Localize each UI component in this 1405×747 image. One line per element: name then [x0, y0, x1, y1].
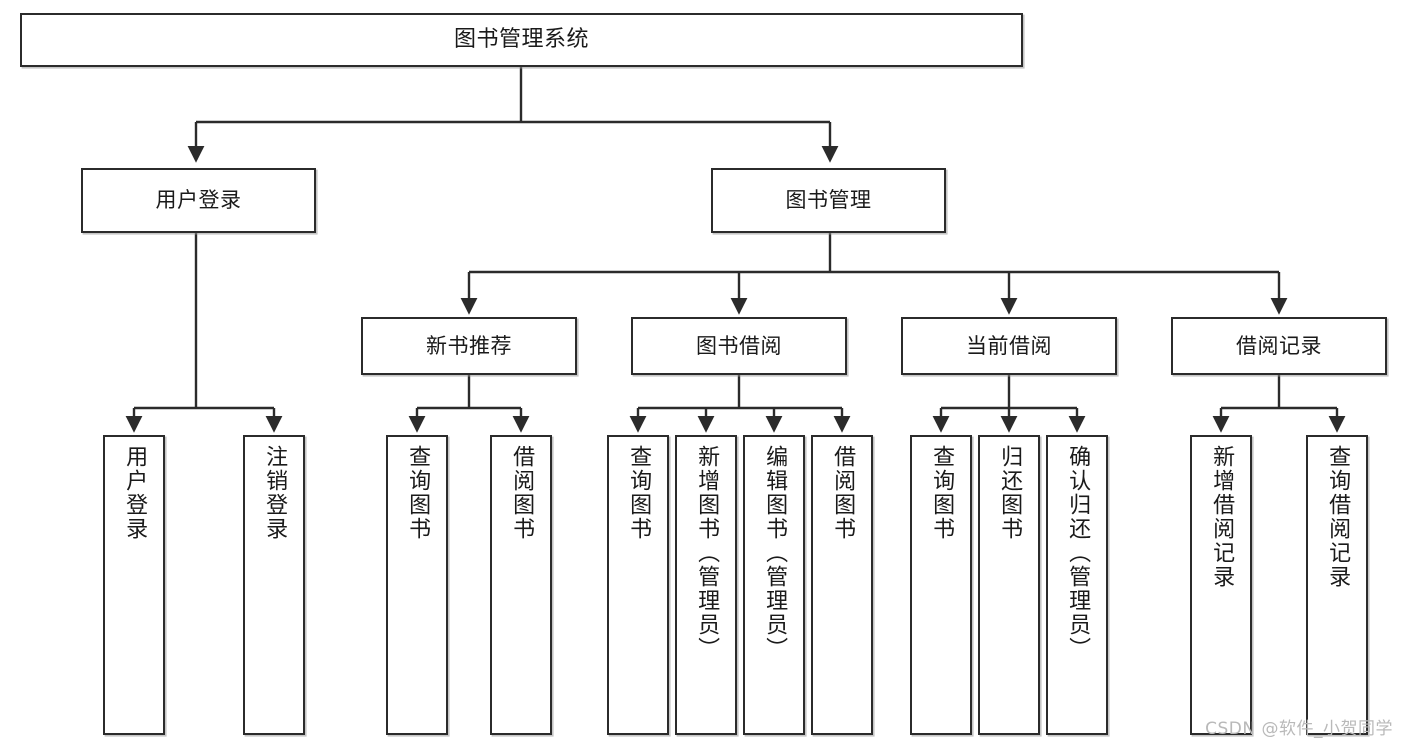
- node-label: 查询图书: [405, 445, 431, 541]
- node-label: 查询图书: [626, 445, 652, 541]
- node-label: 查询图书: [929, 445, 955, 541]
- node-leaf-logout[interactable]: 注销登录: [243, 435, 305, 735]
- node-new-book-recommendation[interactable]: 新书推荐: [361, 317, 577, 375]
- node-label: 新书推荐: [426, 333, 512, 358]
- node-label: 编辑图书（管理员）: [762, 445, 788, 661]
- node-leaf-confirm-return-admin[interactable]: 确认归还（管理员）: [1046, 435, 1108, 735]
- node-leaf-user-login[interactable]: 用户登录: [103, 435, 165, 735]
- node-label: 当前借阅: [966, 333, 1052, 358]
- node-leaf-return-book[interactable]: 归还图书: [978, 435, 1040, 735]
- node-label: 图书管理系统: [453, 27, 589, 53]
- node-label: 用户登录: [155, 188, 242, 213]
- node-label: 借阅记录: [1236, 333, 1322, 358]
- node-book-borrow[interactable]: 图书借阅: [631, 317, 847, 375]
- node-label: 用户登录: [122, 445, 148, 541]
- node-leaf-query-borrow-record[interactable]: 查询借阅记录: [1306, 435, 1368, 735]
- node-label: 注销登录: [262, 445, 288, 541]
- node-leaf-borrow-book-recommend[interactable]: 借阅图书: [490, 435, 552, 735]
- node-leaf-borrow-book[interactable]: 借阅图书: [811, 435, 873, 735]
- node-leaf-add-borrow-record[interactable]: 新增借阅记录: [1190, 435, 1252, 735]
- node-label: 新增图书（管理员）: [694, 445, 720, 661]
- watermark: CSDN @软件_小贺同学: [1205, 719, 1393, 739]
- node-borrow-records[interactable]: 借阅记录: [1171, 317, 1387, 375]
- node-current-borrow[interactable]: 当前借阅: [901, 317, 1117, 375]
- node-label: 确认归还（管理员）: [1065, 445, 1091, 661]
- node-user-login[interactable]: 用户登录: [81, 168, 316, 233]
- node-label: 查询借阅记录: [1325, 445, 1351, 589]
- node-label: 图书借阅: [696, 333, 782, 358]
- node-leaf-query-book-borrow[interactable]: 查询图书: [607, 435, 669, 735]
- node-root-system[interactable]: 图书管理系统: [20, 13, 1023, 67]
- node-label: 图书管理: [785, 188, 872, 213]
- node-label: 新增借阅记录: [1209, 445, 1235, 589]
- node-leaf-query-book-current[interactable]: 查询图书: [910, 435, 972, 735]
- node-leaf-edit-book-admin[interactable]: 编辑图书（管理员）: [743, 435, 805, 735]
- node-leaf-query-book-recommend[interactable]: 查询图书: [386, 435, 448, 735]
- node-book-management[interactable]: 图书管理: [711, 168, 946, 233]
- node-label: 借阅图书: [509, 445, 535, 541]
- node-leaf-add-book-admin[interactable]: 新增图书（管理员）: [675, 435, 737, 735]
- node-label: 借阅图书: [830, 445, 856, 541]
- node-label: 归还图书: [997, 445, 1023, 541]
